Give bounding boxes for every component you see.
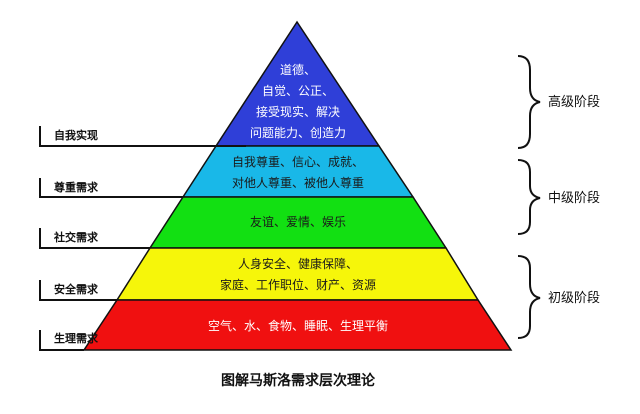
level-label-self-actualization: 自我实现 xyxy=(54,128,98,142)
brace-high xyxy=(517,55,541,149)
level-text: 对他人尊重、被他人尊重 xyxy=(232,175,364,190)
level-label-social: 社交需求 xyxy=(53,230,99,244)
level-social: 友谊、爱情、娱乐 xyxy=(148,196,448,249)
label-bracket xyxy=(39,126,246,147)
level-text: 道德、 xyxy=(280,62,316,77)
brace-low xyxy=(517,255,541,339)
level-text: 家庭、工作职位、财产、资源 xyxy=(220,277,376,292)
level-physiological: 空气、水、食物、睡眠、生理平衡 xyxy=(82,299,513,351)
level-text: 人身安全、健康保障、 xyxy=(238,256,358,271)
level-esteem: 自我尊重、信心、成就、 对他人尊重、被他人尊重 xyxy=(181,145,415,198)
level-safety: 人身安全、健康保障、 家庭、工作职位、财产、资源 xyxy=(115,247,480,301)
label-bracket xyxy=(39,228,150,249)
level-self-actualization: 道德、 自觉、公正、 接受现实、解决 问题能力、创造力 xyxy=(214,20,381,147)
brace-mid xyxy=(517,159,541,235)
level-safety-shape xyxy=(115,247,480,301)
diagram-caption: 图解马斯洛需求层次理论 xyxy=(221,372,376,389)
stage-label-mid: 中级阶段 xyxy=(548,191,600,206)
level-text: 接受现实、解决 xyxy=(256,104,340,119)
stage-label-low: 初级阶段 xyxy=(548,291,600,306)
left-labels xyxy=(39,126,246,351)
level-label-physiological: 生理需求 xyxy=(54,331,99,345)
label-bracket xyxy=(39,178,183,198)
level-label-safety: 安全需求 xyxy=(54,282,99,296)
stage-label-high: 高级阶段 xyxy=(548,94,600,110)
level-text: 自觉、公正、 xyxy=(262,84,334,98)
level-text: 自我尊重、信心、成就、 xyxy=(232,154,364,169)
label-bracket xyxy=(39,330,84,351)
label-bracket xyxy=(39,280,117,301)
level-text: 友谊、爱情、娱乐 xyxy=(250,214,346,229)
level-physiological-shape xyxy=(82,299,513,351)
level-text: 空气、水、食物、睡眠、生理平衡 xyxy=(208,318,388,333)
level-text: 问题能力、创造力 xyxy=(250,126,346,140)
level-label-esteem: 尊重需求 xyxy=(54,180,99,194)
stage-braces xyxy=(517,55,541,339)
